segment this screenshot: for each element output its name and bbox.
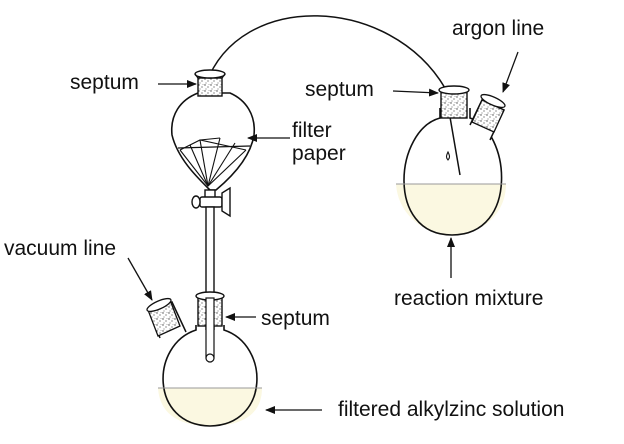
arrow-argon-line [502, 51, 519, 93]
label-reaction-mixture: reaction mixture [394, 287, 544, 310]
label-filtered-solution: filtered alkylzinc solution [338, 398, 565, 421]
arrow-vacuum-line [127, 257, 153, 301]
reaction-flask [396, 85, 506, 236]
receiving-flask [146, 291, 262, 427]
label-argon-line: argon line [452, 17, 545, 40]
label-septum-top-left: septum [70, 71, 139, 94]
cannula-tube [205, 15, 461, 176]
arrow-septum-right [392, 88, 439, 97]
label-septum-right: septum [305, 78, 374, 101]
label-septum-bottom: septum [261, 307, 330, 330]
filter-paper-cone [179, 137, 247, 187]
label-vacuum-line: vacuum line [4, 237, 117, 260]
label-filter-paper-line2: paper [292, 142, 346, 165]
filter-funnel [171, 69, 255, 366]
label-filter-paper-line1: filter [292, 119, 332, 142]
